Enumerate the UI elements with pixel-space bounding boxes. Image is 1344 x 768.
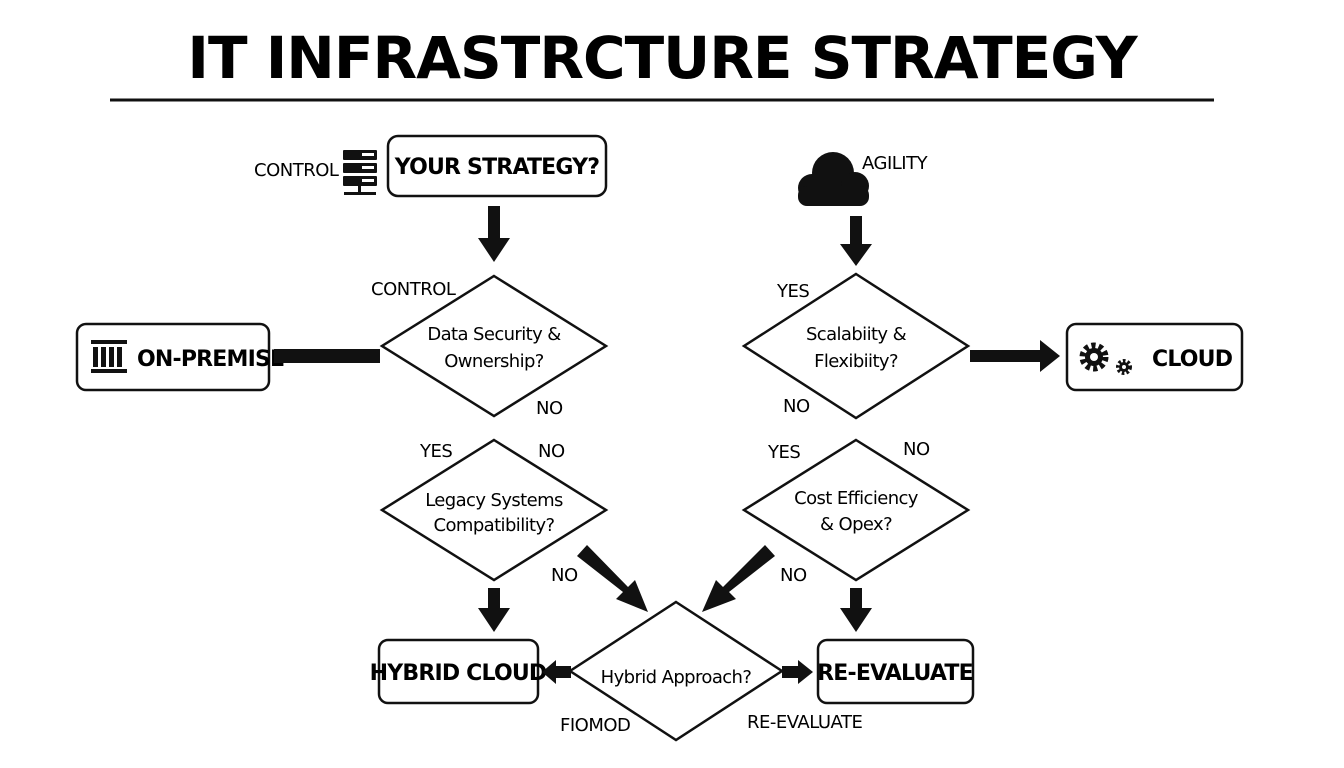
- server-icon: [343, 150, 377, 195]
- cloud-label: CLOUD: [1152, 347, 1233, 372]
- arrow-legacy-to-hybrid-cloud: [478, 588, 510, 632]
- svg-text:Cost Efficiency: Cost Efficiency: [794, 488, 919, 509]
- label-no-security: NO: [536, 398, 563, 419]
- decision-hybrid: Hybrid Approach?: [567, 600, 785, 742]
- label-re-evaluate: RE-EVALUATE: [747, 712, 862, 733]
- decision-legacy: Legacy Systems Compatibility?: [379, 438, 609, 582]
- label-no-scalability: NO: [783, 396, 810, 417]
- cloud-box: CLOUD: [1065, 322, 1244, 392]
- arrow-scalability-to-cloud: [970, 340, 1060, 372]
- arrow-cost-to-hybrid-approach: [702, 545, 775, 612]
- cloud-icon: [798, 152, 869, 206]
- svg-text:Compatibility?: Compatibility?: [434, 515, 555, 536]
- re-evaluate-node-label: RE-EVALUATE: [817, 661, 973, 686]
- on-premise-box: ON-PREMISE: [75, 322, 285, 392]
- svg-text:Flexibiity?: Flexibiity?: [814, 351, 898, 372]
- svg-text:Hybrid Approach?: Hybrid Approach?: [601, 667, 752, 688]
- arrow-hybrid-to-hybrid-cloud: [542, 660, 571, 684]
- svg-text:Scalabiity &: Scalabiity &: [806, 324, 907, 345]
- building-icon: [91, 340, 127, 373]
- hybrid-cloud-box: HYBRID CLOUD: [370, 638, 548, 705]
- connector-security-to-on-premise: [274, 349, 380, 363]
- svg-text:Ownership?: Ownership?: [444, 351, 544, 372]
- arrow-cloud-to-scalability: [840, 216, 872, 266]
- label-no-legacy-top: NO: [538, 441, 565, 462]
- start-label: YOUR STRATEGY?: [394, 155, 600, 180]
- decision-security: Data Security & Ownership?: [379, 274, 609, 418]
- decision-scalability: Scalabiity & Flexibiity?: [741, 272, 971, 420]
- label-control-mid: CONTROL: [371, 279, 456, 300]
- hybrid-cloud-label: HYBRID CLOUD: [370, 661, 547, 686]
- svg-text:& Opex?: & Opex?: [820, 514, 892, 535]
- decision-cost: Cost Efficiency & Opex?: [741, 438, 971, 582]
- start-box: YOUR STRATEGY?: [386, 134, 608, 198]
- gears-icon: [1079, 342, 1132, 375]
- arrow-legacy-to-hybrid-approach: [577, 545, 648, 612]
- arrow-start-to-security: [478, 206, 510, 262]
- on-premise-label: ON-PREMISE: [137, 347, 284, 372]
- label-no-legacy-bottom: NO: [551, 565, 578, 586]
- label-fiomod: FIOMOD: [560, 715, 630, 736]
- label-yes-legacy: YES: [419, 441, 452, 462]
- label-no-cost-top: NO: [903, 439, 930, 460]
- svg-text:Data Security &: Data Security &: [427, 324, 561, 345]
- svg-text:Legacy Systems: Legacy Systems: [425, 490, 563, 511]
- arrow-cost-to-re-evaluate: [840, 588, 872, 632]
- page-title: IT INFRASTRCTURE STRATEGY: [187, 24, 1138, 92]
- label-no-cost-bottom: NO: [780, 565, 807, 586]
- label-control-top: CONTROL: [254, 160, 339, 181]
- label-agility: AGILITY: [862, 153, 929, 174]
- arrow-hybrid-to-re-evaluate: [782, 660, 813, 684]
- label-yes-scalability: YES: [776, 281, 809, 302]
- label-yes-cost: YES: [767, 442, 800, 463]
- re-evaluate-box: RE-EVALUATE: [816, 638, 975, 705]
